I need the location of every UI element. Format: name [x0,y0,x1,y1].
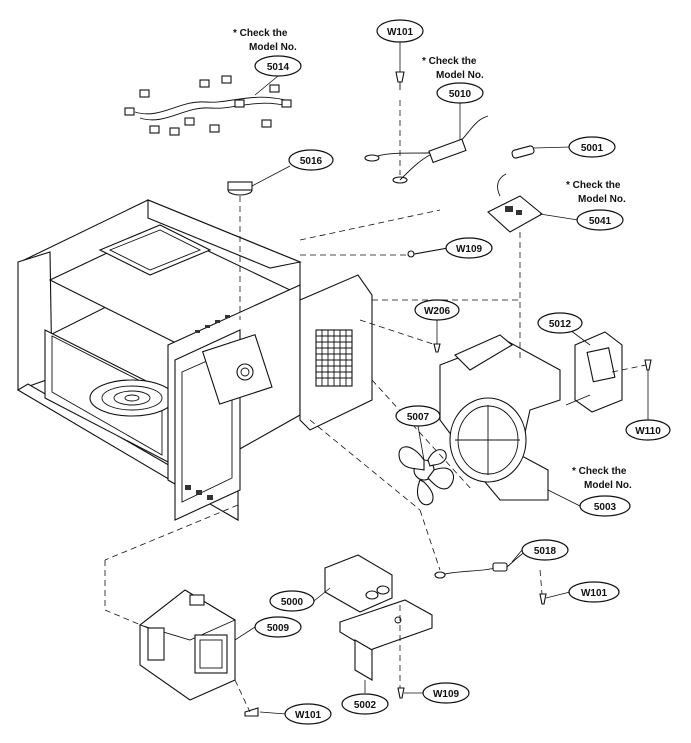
callout-label: 5009 [267,623,290,634]
callout-5009: 5009 [254,616,302,638]
callout-label: W101 [387,27,414,38]
callout-5010: 5010 [436,82,484,104]
callout-label: W101 [581,588,608,599]
callout-5014: 5014 [254,55,302,77]
callout-label: W109 [433,689,460,700]
note-5014: * Check the Model No. [233,28,297,53]
note-line-2: Model No. [578,194,626,205]
capacitor-bracket [339,599,433,681]
callout-label: W206 [424,306,451,317]
callout-label: 5007 [407,412,430,423]
note-line-2: Model No. [436,70,484,81]
callout-label: 5001 [581,143,604,154]
callout-label: 5002 [354,700,377,711]
callout-5007: 5007 [395,405,441,427]
callout-w101-top: W101 [376,19,424,43]
fan-duct [439,334,561,501]
callout-5016: 5016 [288,149,334,171]
screw-w110 [644,359,652,371]
note-5003: * Check the Model No. [572,466,632,491]
note-line-2: Model No. [584,480,632,491]
callout-w109-bottom: W109 [422,682,470,704]
thermal-cutout [227,181,253,196]
callout-w206: W206 [414,299,460,321]
note-line-1: * Check the [422,56,477,67]
callout-label: 5018 [534,546,557,557]
callout-5012: 5012 [537,312,583,334]
leader-lines [234,42,649,715]
note-line-1: * Check the [572,466,627,477]
callout-5002: 5002 [341,693,389,715]
callout-w101-mid: W101 [568,581,620,603]
callout-label: W101 [295,710,322,721]
callout-label: 5012 [549,319,572,330]
callout-5000: 5000 [269,590,315,612]
callout-label: 5003 [594,502,617,513]
callout-w101-bottom: W101 [284,703,332,725]
fan-motor [565,331,623,413]
screw-w101-mid [539,593,547,605]
callout-5018: 5018 [521,539,569,561]
fan-blade [398,446,455,506]
callout-label: 5010 [449,89,472,100]
callout-5041: 5041 [576,209,624,231]
screw-w109-bottom [397,687,405,699]
chassis-holes [185,315,230,500]
note-5041: * Check the Model No. [566,180,626,205]
vent-grille [316,330,352,386]
note-line-2: Model No. [249,42,297,53]
hv-transformer [139,589,236,701]
screw-w101-top [395,71,405,90]
callout-label: 5000 [281,597,304,608]
hv-capacitor [324,554,393,613]
oven-cabinet [16,199,373,521]
wire-harness [124,75,292,136]
screw-w101-bottom [244,707,259,717]
callout-label: 5016 [300,156,323,167]
callout-label: W109 [456,244,483,255]
callout-label: 5014 [267,62,290,73]
callout-w110: W110 [625,419,671,441]
note-line-1: * Check the [233,28,288,39]
note-line-1: * Check the [566,180,621,191]
hv-diode [434,551,526,579]
callout-label: W110 [635,426,661,437]
callout-5003: 5003 [579,495,631,517]
callout-label: 5041 [589,216,612,227]
screw-w206 [433,343,441,353]
callout-5001: 5001 [568,136,616,158]
callout-w109-top: W109 [445,237,493,259]
alignment-lines [104,100,647,713]
fuse-assembly [364,115,489,184]
note-5010: * Check the Model No. [422,56,484,81]
fuse-5001 [511,145,535,159]
circuit-board [487,173,543,233]
